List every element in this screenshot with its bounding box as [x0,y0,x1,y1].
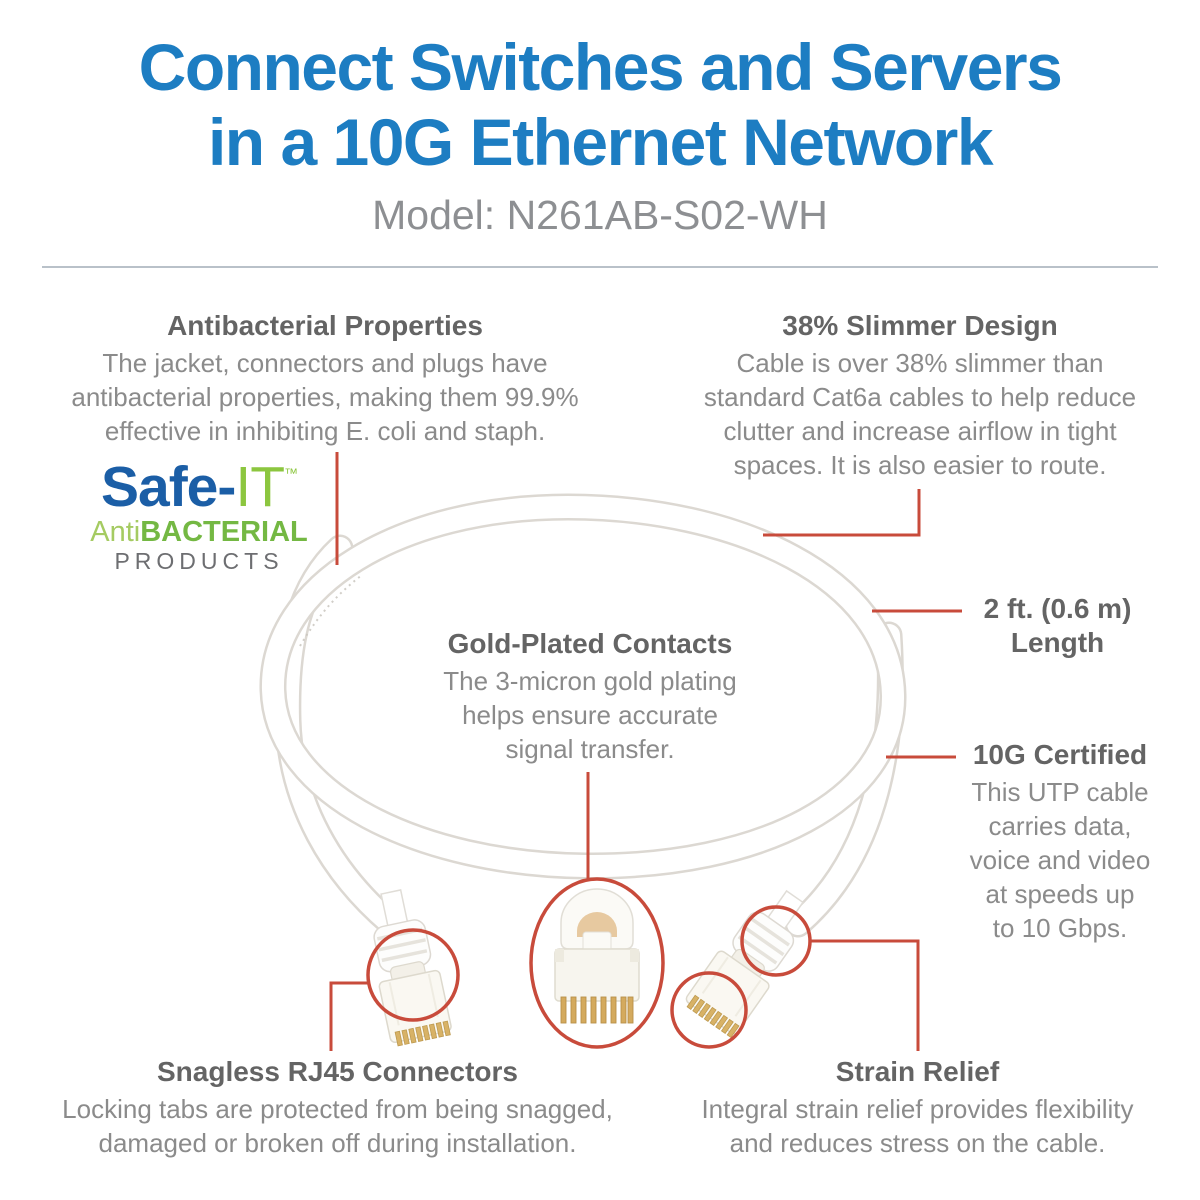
callout-strain-relief: Strain Relief Integral strain relief pro… [660,1055,1175,1160]
callout-gold-title: Gold-Plated Contacts [447,628,733,659]
left-rj45-connector [373,889,452,1047]
logo-anti-text: Anti [90,516,141,548]
circle-right-strain-relief [740,905,812,977]
highlight-circles [366,877,812,1049]
logo-antibacterial-line: AntiBACTERIAL [72,517,326,548]
callout-10g-certified: 10G Certified This UTP cable carries dat… [955,738,1165,945]
callout-length-title: 2 ft. (0.6 m) Length [983,593,1132,658]
cable-loop [259,493,907,880]
logo-bacterial-text: BACTERIAL [140,516,308,548]
callout-strain-title: Strain Relief [835,1056,1000,1087]
callout-slimmer-body: Cable is over 38% slimmer than standard … [703,348,1137,480]
safe-it-logo: Safe-IT™ AntiBACTERIAL PRODUCTS [72,444,326,574]
closeup-gold-pins [560,996,634,1024]
left-gold-pins [394,1020,451,1047]
logo-safe-text: Safe [100,455,218,519]
closeup-body [554,948,640,1002]
divider-line [42,266,1158,268]
callout-antibacterial: Antibacterial Properties The jacket, con… [40,309,610,448]
right-gold-pins [686,994,740,1039]
callout-length: 2 ft. (0.6 m) Length [950,592,1165,663]
callout-certified-title: 10G Certified [972,739,1148,770]
leader-snagless [329,981,368,1051]
logo-it-text: IT [235,455,285,519]
closeup-latch [582,931,612,952]
callout-snagless-connectors: Snagless RJ45 Connectors Locking tabs ar… [25,1055,650,1160]
right-rj45-connector [685,889,805,1039]
logo-hyphen: - [217,455,236,519]
safe-it-wordmark: Safe-IT™ [72,444,326,516]
leader-strain [810,939,920,1051]
callout-snagless-title: Snagless RJ45 Connectors [156,1056,519,1087]
callout-gold-contacts: Gold-Plated Contacts The 3-micron gold p… [415,627,765,766]
logo-products-text: PRODUCTS [114,548,284,574]
closeup-gold-dome [577,912,617,937]
callout-slimmer-title: 38% Slimmer Design [782,310,1058,341]
circle-right-pins [670,971,748,1049]
callout-gold-body: The 3-micron gold plating helps ensure a… [443,666,737,764]
leader-lines [329,452,962,1051]
callout-antibacterial-body: The jacket, connectors and plugs have an… [71,348,579,446]
contacts-closeup [531,879,663,1047]
page-title: Connect Switches and Servers in a 10G Et… [138,30,1063,179]
callout-snagless-body: Locking tabs are protected from being sn… [62,1094,613,1158]
circle-contacts-closeup [529,877,665,1049]
callout-antibacterial-title: Antibacterial Properties [167,310,483,341]
trademark-symbol: ™ [284,465,298,481]
model-number: Model: N261AB-S02-WH [372,192,828,238]
circle-left-connector [366,928,460,1022]
callout-strain-body: Integral strain relief provides flexibil… [701,1094,1134,1158]
leader-slimmer [763,489,921,537]
callout-certified-body: This UTP cable carries data, voice and v… [969,777,1151,943]
callout-slimmer-design: 38% Slimmer Design Cable is over 38% sli… [655,309,1185,482]
